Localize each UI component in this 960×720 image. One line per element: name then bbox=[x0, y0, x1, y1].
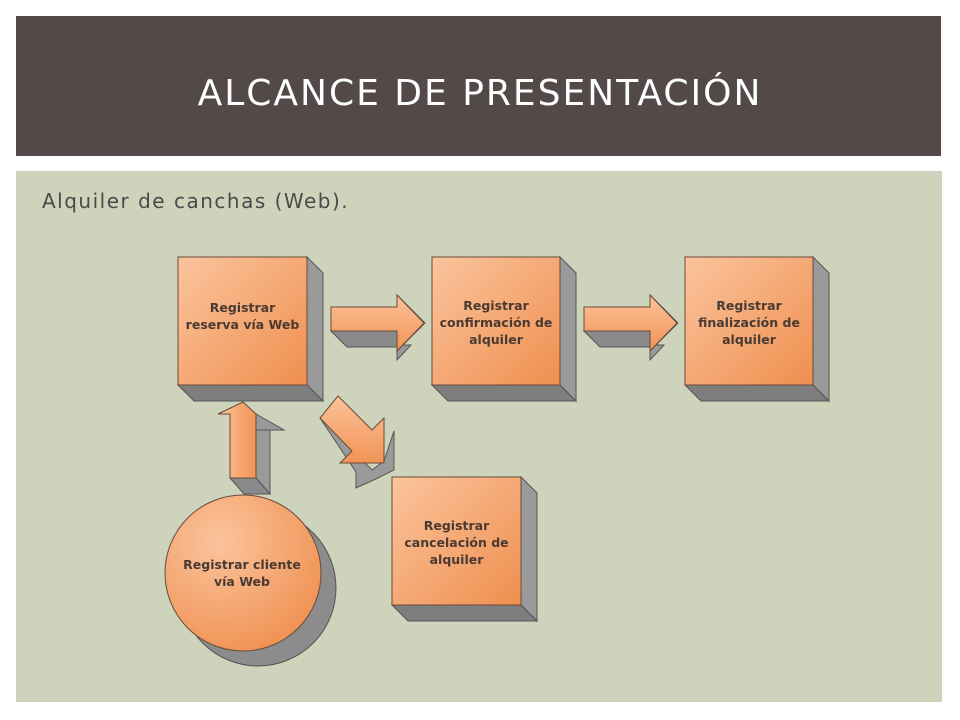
node-registrar-confirmacion bbox=[430, 255, 578, 403]
node-label-confirmacion: Registrar confirmación de alquiler bbox=[439, 297, 553, 347]
arrow-reserva-to-confirmacion bbox=[329, 293, 426, 362]
arrow-cliente-to-reserva bbox=[217, 401, 286, 496]
arrow-reserva-to-cancelacion bbox=[319, 395, 395, 489]
node-registrar-finalizacion bbox=[683, 255, 831, 403]
node-label-finalizacion: Registrar finalización de alquiler bbox=[698, 297, 800, 347]
node-registrar-reserva bbox=[176, 255, 325, 403]
title-bar bbox=[16, 16, 941, 156]
node-registrar-cliente bbox=[164, 494, 337, 667]
slide-title: ALCANCE DE PRESENTACIÓN bbox=[197, 73, 763, 114]
node-label-reserva: Registrar reserva vía Web bbox=[185, 300, 300, 332]
slide-subtitle: Alquiler de canchas (Web). bbox=[42, 189, 350, 213]
node-label-cancelacion: Registrar cancelación de alquiler bbox=[404, 517, 509, 567]
node-label-cliente: Registrar cliente vía Web bbox=[183, 557, 301, 589]
node-registrar-cancelacion bbox=[390, 475, 539, 623]
arrow-confirmacion-to-finalizacion bbox=[582, 293, 679, 362]
